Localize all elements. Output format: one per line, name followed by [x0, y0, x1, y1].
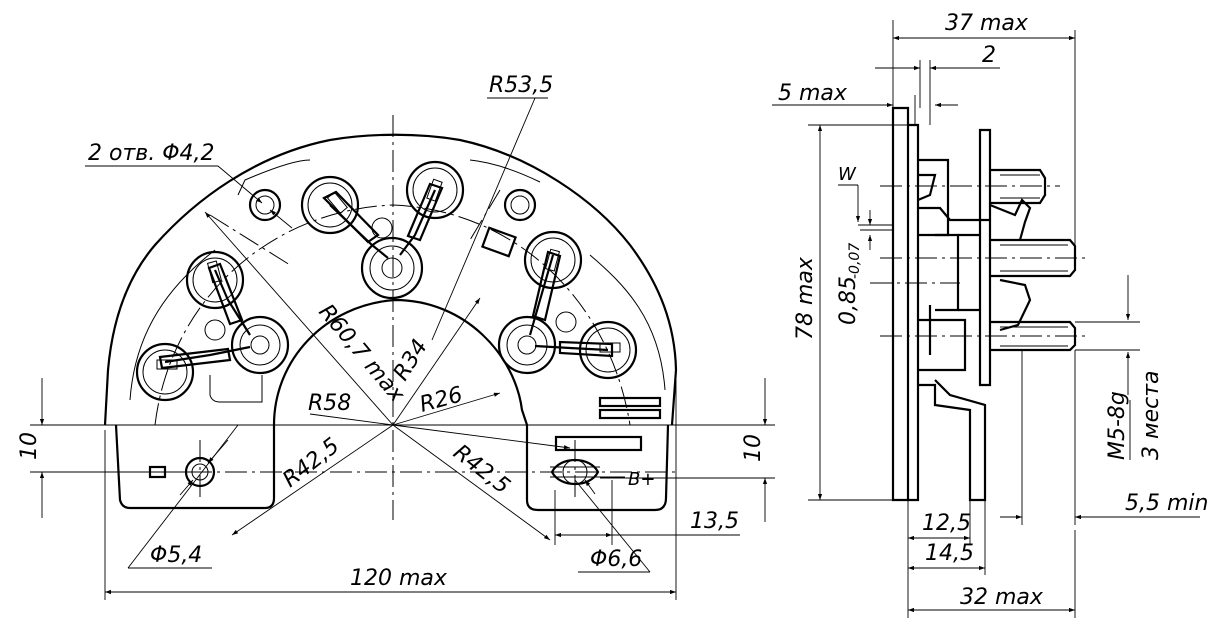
d66-label: Φ6,6: [590, 547, 642, 572]
h78-label: 78 max: [793, 256, 818, 340]
side-view: [870, 106, 1090, 502]
d54-label: Φ5,4: [150, 543, 202, 568]
ten-right-label: 10: [741, 434, 766, 462]
bplus-label: B+: [628, 469, 655, 490]
w32-label: 32 max: [960, 585, 1044, 610]
d145-label: 14,5: [925, 541, 974, 566]
tol-label: -0,07: [847, 243, 863, 279]
holes-label: 2 отв. Φ4,2: [88, 141, 215, 166]
diode-leads: [156, 178, 621, 370]
front-outline: [103, 133, 678, 426]
front-dimensions: 2 отв. Φ4,2 R53,5 R60,7 max R34 R26 R58 …: [17, 73, 775, 600]
two-label: 2: [982, 43, 996, 68]
r53-label: R53,5: [489, 73, 553, 98]
thick085-label: 0,85: [836, 276, 861, 325]
d125-label: 12,5: [922, 511, 971, 536]
r26-label: R26: [417, 382, 465, 417]
five-label: 5 max: [778, 81, 848, 106]
places-label: 3 места: [1139, 370, 1164, 460]
r42b-label: R42,5: [448, 440, 514, 499]
front-view: [40, 115, 760, 520]
r58-label: R58: [308, 391, 351, 416]
w37-label: 37 max: [945, 11, 1029, 36]
r42a-label: R42,5: [278, 433, 344, 492]
w120-label: 120 max: [350, 566, 448, 591]
ten-left-label: 10: [17, 432, 42, 460]
side-dimensions: 37 max 2 5 max W 0,85 -0,07 78 max: [772, 11, 1208, 618]
m5-label: M5-8g: [1105, 391, 1130, 460]
d135-label: 13,5: [690, 509, 739, 534]
w-label: W: [838, 164, 857, 185]
min55-label: 5,5 min: [1125, 491, 1208, 516]
